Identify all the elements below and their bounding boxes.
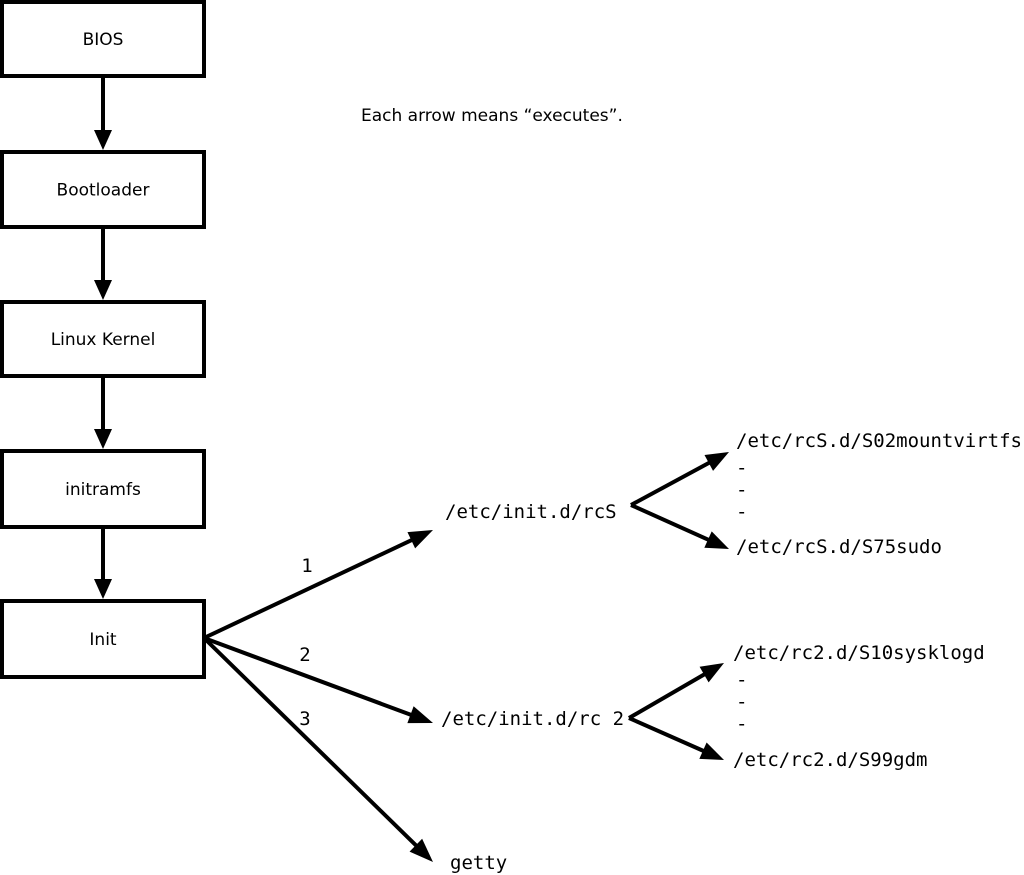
- branch-number-branch-2: 2: [299, 644, 310, 666]
- arrowhead-rc2-first: [699, 663, 724, 683]
- init-branch-2: 2: [203, 636, 433, 724]
- arrowhead-branch-1: [407, 530, 433, 549]
- rcs-label: /etc/init.d/rcS: [445, 501, 617, 523]
- shaft-rcs-first: [630, 458, 715, 507]
- box-label-bootloader: Bootloader: [57, 181, 150, 201]
- branch-number-branch-3: 3: [299, 708, 310, 730]
- init-branch-3: 3: [202, 636, 433, 862]
- arrowhead-branch-3: [409, 838, 433, 862]
- edge-kernel-to-initramfs: [94, 376, 112, 449]
- box-outline-kernel: [0, 300, 206, 378]
- edge-arrowhead-bootloader-to-kernel: [94, 280, 112, 300]
- mid-label-group: /etc/init.d/rcS/etc/init.d/rc 2 getty: [441, 501, 624, 874]
- branch-rcs-last: /etc/rcS.d/S75sudo: [630, 503, 942, 558]
- process-box-bios[interactable]: BIOS: [0, 0, 206, 78]
- branch-rc2-first: /etc/rc2.d/S10sysklogd: [627, 642, 985, 720]
- edge-arrowhead-initramfs-to-init: [94, 579, 112, 599]
- shaft-branch-3: [202, 636, 422, 851]
- branch-rcs-first: /etc/rcS.d/S02mountvirtfs: [630, 430, 1022, 507]
- box-label-init: Init: [89, 630, 117, 650]
- rc2-group-ellipsis-dash-3: -: [736, 713, 747, 735]
- edge-arrowhead-bios-to-bootloader: [94, 130, 112, 150]
- process-box-bootloader[interactable]: Bootloader: [0, 150, 206, 229]
- rc2-group-ellipsis-dash-1: -: [736, 669, 747, 691]
- shaft-rc2-last: [628, 716, 710, 755]
- rcs-group-ellipsis-dash-2: -: [736, 479, 747, 501]
- shaft-rc2-first: [627, 669, 711, 720]
- process-box-kernel[interactable]: Linux Kernel: [0, 300, 206, 378]
- label-rcs-last: /etc/rcS.d/S75sudo: [736, 536, 942, 558]
- getty-label: getty: [450, 852, 507, 874]
- box-label-initramfs: initramfs: [65, 480, 141, 500]
- subscript-group: /etc/rcS.d/S02mountvirtfs/etc/rcS.d/S75s…: [627, 430, 1022, 771]
- vertical-edge-group: [94, 76, 112, 599]
- label-rcs-first: /etc/rcS.d/S02mountvirtfs: [736, 430, 1022, 452]
- branch-rc2-last: /etc/rc2.d/S99gdm: [628, 716, 927, 771]
- box-outline-initramfs: [0, 449, 206, 529]
- init-fanout-group: 1 2 3: [202, 530, 433, 862]
- arrowhead-rcs-last: [704, 531, 729, 549]
- edge-initramfs-to-init: [94, 527, 112, 599]
- branch-number-branch-1: 1: [301, 555, 312, 577]
- shaft-rcs-last: [630, 503, 715, 544]
- label-rc2-last: /etc/rc2.d/S99gdm: [733, 749, 927, 771]
- rcs-group: /etc/rcS.d/S02mountvirtfs/etc/rcS.d/S75s…: [630, 430, 1022, 558]
- edge-bios-to-bootloader: [94, 76, 112, 150]
- process-box-init[interactable]: Init: [0, 599, 206, 679]
- box-label-bios: BIOS: [83, 30, 124, 50]
- box-label-kernel: Linux Kernel: [51, 330, 156, 350]
- label-rc2-first: /etc/rc2.d/S10sysklogd: [733, 642, 985, 664]
- legend-note: Each arrow means “executes”.: [361, 106, 623, 126]
- rcs-group-ellipsis-dash-3: -: [736, 501, 747, 523]
- shaft-branch-2: [203, 636, 417, 719]
- rc2-label: /etc/init.d/rc 2: [441, 708, 624, 730]
- edge-bootloader-to-kernel: [94, 227, 112, 300]
- arrowhead-branch-2: [407, 706, 433, 724]
- box-outline-init: [0, 599, 206, 679]
- box-outline-bios: [0, 0, 206, 78]
- rc2-group: /etc/rc2.d/S10sysklogd/etc/rc2.d/S99gdm -…: [627, 642, 985, 771]
- edge-arrowhead-kernel-to-initramfs: [94, 429, 112, 449]
- init-branch-1: 1: [203, 530, 433, 640]
- process-box-initramfs[interactable]: initramfs: [0, 449, 206, 529]
- arrowhead-rcs-first: [704, 452, 729, 471]
- shaft-branch-1: [203, 535, 418, 640]
- rcs-group-ellipsis-dash-1: -: [736, 457, 747, 479]
- arrowhead-rc2-last: [699, 742, 724, 760]
- rc2-group-ellipsis-dash-2: -: [736, 691, 747, 713]
